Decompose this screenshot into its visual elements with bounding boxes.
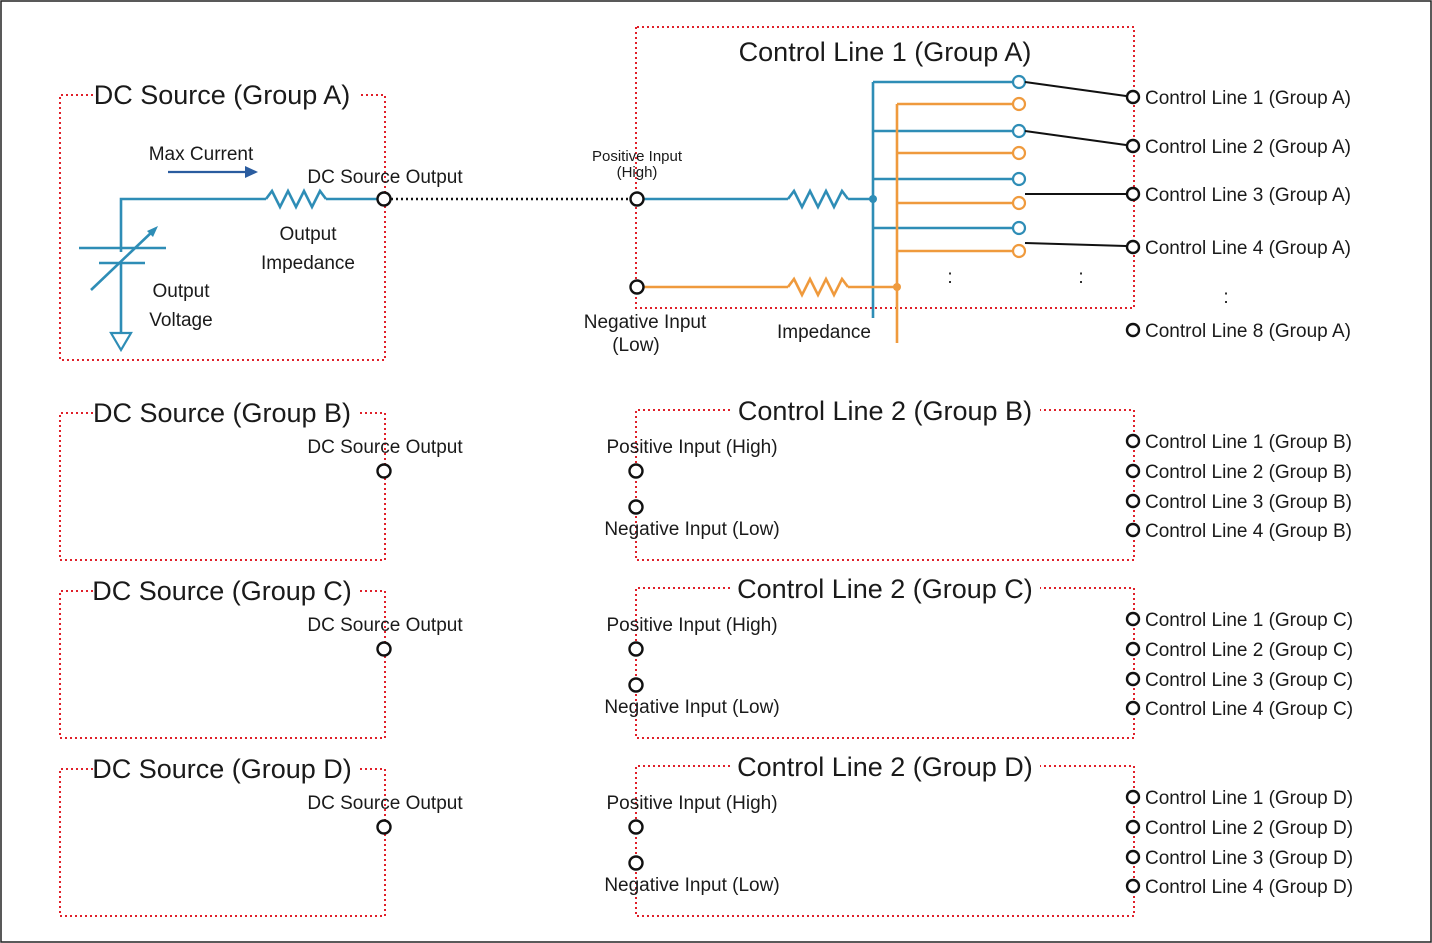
positive-input-terminal-d xyxy=(628,819,644,835)
impedance-label: Impedance xyxy=(777,322,871,343)
output-terminal xyxy=(1125,789,1141,805)
output-terminal xyxy=(1125,463,1141,479)
control-line-label: Control Line 2 (Group B) xyxy=(1145,462,1352,483)
control-line-label: Control Line 1 (Group C) xyxy=(1145,610,1353,631)
positive-input-label-2: (High) xyxy=(617,164,658,181)
negative-input-terminal-c xyxy=(628,677,644,693)
max-current-arrow xyxy=(168,166,258,178)
output-terminal xyxy=(1125,671,1141,687)
output-terminal xyxy=(1125,239,1141,255)
output-terminal xyxy=(1125,878,1141,894)
output-impedance-resistor xyxy=(264,188,328,210)
positive-input-label-1: Positive Input xyxy=(592,148,683,165)
negative-input-terminal-d xyxy=(628,855,644,871)
output-terminal xyxy=(1125,849,1141,865)
dc-source-group-c: DC Source (Group C) DC Source Output xyxy=(59,576,463,739)
output-impedance-label-1: Output xyxy=(279,224,337,245)
negative-input-label-1: Negative Input xyxy=(584,312,707,333)
dc-source-group-d-title: DC Source (Group D) xyxy=(92,754,352,784)
control-line-group-c: Control Line 2 (Group C) Positive Input … xyxy=(604,574,1353,739)
max-current-label: Max Current xyxy=(149,144,254,165)
source-output-label-a: DC Source Output xyxy=(307,167,463,188)
control-line-label: Control Line 3 (Group A) xyxy=(1145,185,1351,206)
control-line-label: Control Line 4 (Group A) xyxy=(1145,238,1351,259)
control-line-label: Control Line 1 (Group B) xyxy=(1145,432,1352,453)
positive-input-label-d: Positive Input (High) xyxy=(606,793,777,814)
negative-input-label-b: Negative Input (Low) xyxy=(604,519,779,540)
control-line-label: Control Line 4 (Group C) xyxy=(1145,699,1353,720)
positive-wiring xyxy=(644,80,1013,318)
control-line-group-d: Control Line 2 (Group D) Positive Input … xyxy=(604,752,1353,917)
dc-source-group-a-title: DC Source (Group A) xyxy=(94,80,351,110)
control-line-label: Control Line 3 (Group C) xyxy=(1145,670,1353,691)
negative-input-label-d: Negative Input (Low) xyxy=(604,875,779,896)
positive-input-terminal-b xyxy=(628,463,644,479)
control-line-group-b: Control Line 2 (Group B) Positive Input … xyxy=(604,396,1352,561)
dc-source-output-terminal-d xyxy=(376,819,392,835)
output-impedance-label-2: Impedance xyxy=(261,253,355,274)
control-line-label: Control Line 2 (Group C) xyxy=(1145,640,1353,661)
control-line-label: Control Line 4 (Group B) xyxy=(1145,521,1352,542)
group-a-output-lines: Control Line 1 (Group A) Control Line 2 … xyxy=(1125,88,1351,342)
dc-source-group-b: DC Source (Group B) DC Source Output xyxy=(59,398,463,561)
output-terminal xyxy=(1125,322,1141,338)
control-line-group-a: Control Line 1 (Group A) Positive Input … xyxy=(584,26,1229,356)
dc-source-group-b-title: DC Source (Group B) xyxy=(93,398,351,428)
positive-input-label-b: Positive Input (High) xyxy=(606,437,777,458)
control-line-label: Control Line 3 (Group B) xyxy=(1145,492,1352,513)
control-line-label: Control Line 3 (Group D) xyxy=(1145,848,1353,869)
control-line-label: Control Line 1 (Group D) xyxy=(1145,788,1353,809)
dc-source-group-c-title: DC Source (Group C) xyxy=(92,576,352,606)
negative-input-label-c: Negative Input (Low) xyxy=(604,697,779,718)
source-output-label-c: DC Source Output xyxy=(307,615,463,636)
control-line-group-b-title: Control Line 2 (Group B) xyxy=(738,396,1032,426)
output-terminal xyxy=(1125,186,1141,202)
control-line-label: Control Line 1 (Group A) xyxy=(1145,88,1351,109)
output-terminal xyxy=(1125,700,1141,716)
output-terminal xyxy=(1125,611,1141,627)
control-line-label: Control Line 8 (Group A) xyxy=(1145,321,1351,342)
ellipsis-mid: : xyxy=(947,267,952,288)
output-terminal xyxy=(1125,641,1141,657)
control-line-group-d-title: Control Line 2 (Group D) xyxy=(737,752,1033,782)
output-terminal xyxy=(1125,522,1141,538)
negative-wiring xyxy=(644,102,1013,343)
output-terminal xyxy=(1125,819,1141,835)
control-line-label: Control Line 4 (Group D) xyxy=(1145,877,1353,898)
negative-input-terminal-a xyxy=(629,279,645,295)
dc-source-output-terminal-a xyxy=(376,191,392,207)
output-terminal xyxy=(1125,138,1141,154)
output-terminal xyxy=(1125,493,1141,509)
ellipsis-right: : xyxy=(1078,267,1083,288)
control-line-label: Control Line 2 (Group D) xyxy=(1145,818,1353,839)
dc-source-group-d: DC Source (Group D) DC Source Output xyxy=(59,754,463,917)
output-terminal xyxy=(1125,433,1141,449)
negative-input-label-2: (Low) xyxy=(612,335,660,356)
ellipsis-lines: : xyxy=(1223,287,1228,308)
switch-terminals xyxy=(1011,74,1027,259)
positive-input-terminal-a xyxy=(629,191,645,207)
source-output-label-d: DC Source Output xyxy=(307,793,463,814)
negative-input-terminal-b xyxy=(628,499,644,515)
control-line-group-a-title: Control Line 1 (Group A) xyxy=(739,37,1032,67)
dc-source-output-terminal-b xyxy=(376,463,392,479)
positive-input-label-c: Positive Input (High) xyxy=(606,615,777,636)
dc-source-group-a: DC Source (Group A) Max Current DC Sourc… xyxy=(59,80,463,361)
dc-source-output-terminal-c xyxy=(376,641,392,657)
positive-input-terminal-c xyxy=(628,641,644,657)
output-voltage-label-1: Output xyxy=(152,281,210,302)
control-line-label: Control Line 2 (Group A) xyxy=(1145,137,1351,158)
source-output-label-b: DC Source Output xyxy=(307,437,463,458)
voltage-source-circuit xyxy=(79,188,377,353)
output-jumpers xyxy=(1024,81,1127,247)
output-voltage-label-2: Voltage xyxy=(149,310,212,331)
control-line-group-c-title: Control Line 2 (Group C) xyxy=(737,574,1033,604)
output-terminal xyxy=(1125,89,1141,105)
